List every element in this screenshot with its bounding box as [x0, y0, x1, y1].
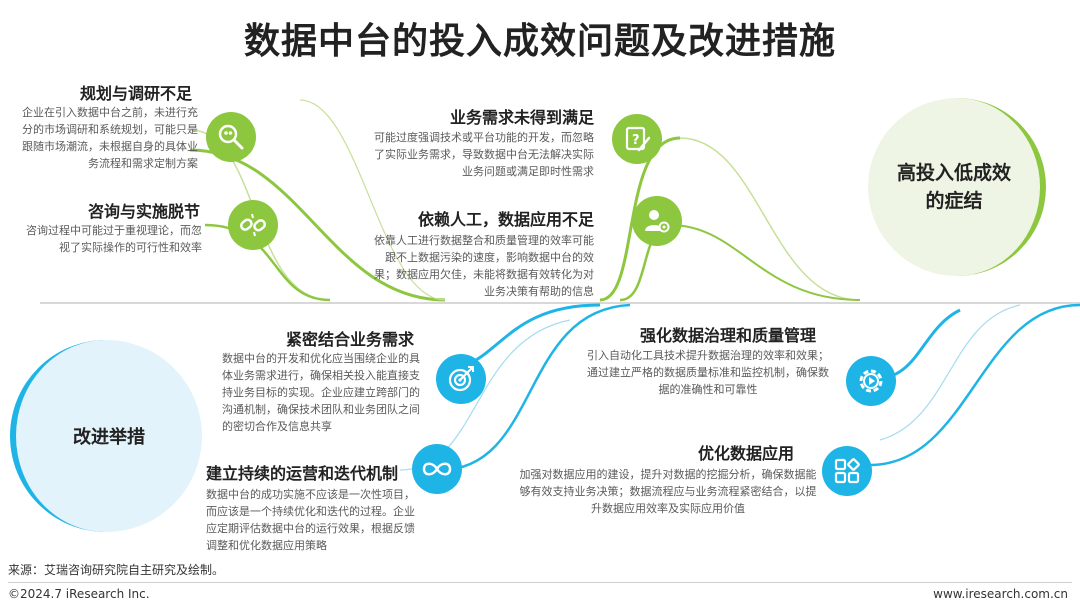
problem-title: 规划与调研不足 — [79, 84, 192, 103]
svg-text:?: ? — [632, 133, 640, 148]
infinity-icon — [412, 444, 462, 494]
search-people-icon — [206, 112, 256, 162]
problem-text: 企业在引入数据中台之前，未进行充分的市场调研和系统规划，可能只是跟随市场潮流，未… — [22, 106, 198, 170]
footer-divider — [8, 582, 1072, 583]
broken-link-icon — [228, 200, 278, 250]
improvements-hub: 改进举措 — [10, 340, 202, 532]
page-title: 数据中台的投入成效问题及改进措施 — [243, 21, 836, 62]
problem-title: 咨询与实施脱节 — [87, 202, 200, 221]
improvement-text: 数据中台的成功实施不应该是一次性项目，而应该是一个持续优化和迭代的过程。企业应定… — [206, 488, 415, 552]
problem-title: 业务需求未得到满足 — [449, 108, 594, 127]
improvements-hub-label: 改进举措 — [73, 427, 145, 448]
problems-hub: 高投入低成效的症结 — [868, 98, 1046, 276]
copyright: ©2024.7 iResearch Inc. — [8, 587, 150, 601]
blue-curve — [439, 303, 631, 472]
question-edit-icon: ? — [612, 114, 662, 164]
target-icon — [436, 354, 486, 404]
improvement-title: 强化数据治理和质量管理 — [640, 326, 817, 345]
improvement-title: 优化数据应用 — [698, 444, 795, 463]
improvement-title: 建立持续的运营和迭代机制 — [206, 464, 399, 483]
apps-grid-icon — [822, 446, 872, 496]
website-link[interactable]: www.iresearch.com.cn — [933, 587, 1068, 601]
green-curve-thin — [679, 137, 861, 301]
problem-text: 可能过度强调技术或平台功能的开发，而忽略了实际业务需求，导致数据中台无法解决实际… — [374, 131, 594, 178]
source-note: 来源：艾瑞咨询研究院自主研究及绘制。 — [8, 563, 225, 577]
improvement-text: 加强对数据应用的建设，提升对数据的挖掘分析，确保数据能够有效支持业务决策；数据流… — [519, 468, 817, 515]
problem-title: 依赖人工，数据应用不足 — [417, 210, 594, 229]
user-gear-icon — [632, 196, 682, 246]
improvement-text: 数据中台的开发和优化应当围绕企业的具体业务需求进行，确保相关投入能直接支持业务目… — [222, 352, 420, 433]
blue-curve — [869, 303, 1080, 467]
gear-play-icon — [846, 356, 896, 406]
improvement-text: 引入自动化工具技术提升数据治理的效率和效果；通过建立严格的数据质量标准和监控机制… — [587, 349, 829, 396]
problems-hub-label: 高投入低成效的症结 — [896, 162, 1011, 212]
green-curve — [669, 224, 861, 301]
problem-text: 咨询过程中可能过于重视理论，而忽视了实际操作的可行性和效率 — [26, 224, 202, 254]
green-curve-thin — [299, 99, 446, 301]
improvement-title: 紧密结合业务需求 — [286, 330, 415, 349]
problem-text: 依靠人工进行数据整合和质量管理的效率可能跟不上数据污染的速度，影响数据中台的效果… — [374, 234, 594, 298]
blue-curve-thin — [879, 304, 1021, 441]
